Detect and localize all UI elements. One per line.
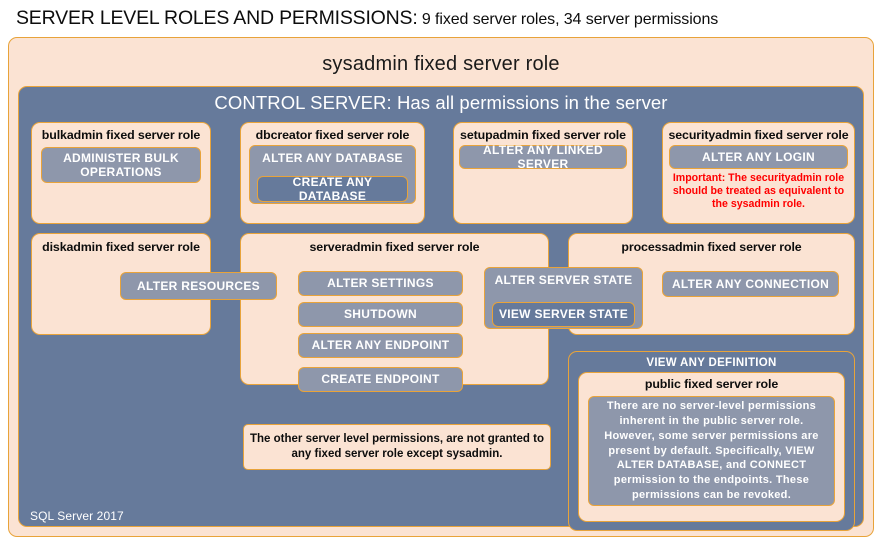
permission-view-server-state: VIEW SERVER STATE bbox=[492, 302, 635, 327]
public-role-title: public fixed server role bbox=[644, 377, 779, 391]
serveradmin-role-title: serveradmin fixed server role bbox=[309, 240, 480, 254]
sysadmin-role-title: sysadmin fixed server role bbox=[322, 53, 560, 75]
page-title: SERVER LEVEL ROLES AND PERMISSIONS: 9 fi… bbox=[16, 7, 718, 30]
permission-create-endpoint: CREATE ENDPOINT bbox=[298, 367, 463, 392]
permission-administer-bulk-operations: ADMINISTER BULK OPERATIONS bbox=[41, 147, 201, 183]
securityadmin-role-card bbox=[662, 122, 855, 224]
public-role-note: There are no server-level permissions in… bbox=[588, 396, 835, 506]
permission-alter-settings: ALTER SETTINGS bbox=[298, 271, 463, 296]
page-title-main: SERVER LEVEL ROLES AND PERMISSIONS: bbox=[16, 7, 418, 29]
other-permissions-note: The other server level permissions, are … bbox=[243, 424, 551, 470]
permission-alter-any-connection: ALTER ANY CONNECTION bbox=[662, 271, 839, 297]
permission-alter-any-login: ALTER ANY LOGIN bbox=[669, 145, 848, 169]
bulkadmin-role-title: bulkadmin fixed server role bbox=[41, 128, 201, 142]
diskadmin-role-title: diskadmin fixed server role bbox=[42, 240, 200, 254]
page-title-sub: 9 fixed server roles, 34 server permissi… bbox=[417, 11, 719, 28]
permission-create-any-database: CREATE ANY DATABASE bbox=[257, 175, 408, 203]
setupadmin-role-card bbox=[453, 122, 633, 224]
dbcreator-role-title: dbcreator fixed server role bbox=[255, 128, 410, 142]
securityadmin-warning-text: Important: The securityadmin role should… bbox=[672, 172, 845, 211]
permission-alter-any-endpoint: ALTER ANY ENDPOINT bbox=[298, 333, 463, 358]
setupadmin-role-title: setupadmin fixed server role bbox=[460, 128, 626, 142]
processadmin-role-title: processadmin fixed server role bbox=[621, 240, 802, 254]
securityadmin-role-title: securityadmin fixed server role bbox=[668, 128, 849, 142]
permission-view-any-definition: VIEW ANY DEFINITION bbox=[646, 357, 777, 369]
control-server-title: CONTROL SERVER: Has all permissions in t… bbox=[214, 92, 668, 113]
permission-alter-resources: ALTER RESOURCES bbox=[120, 272, 277, 300]
footer-version-label: SQL Server 2017 bbox=[30, 509, 124, 523]
permission-shutdown: SHUTDOWN bbox=[298, 302, 463, 327]
permission-alter-any-linked-server: ALTER ANY LINKED SERVER bbox=[459, 143, 627, 171]
